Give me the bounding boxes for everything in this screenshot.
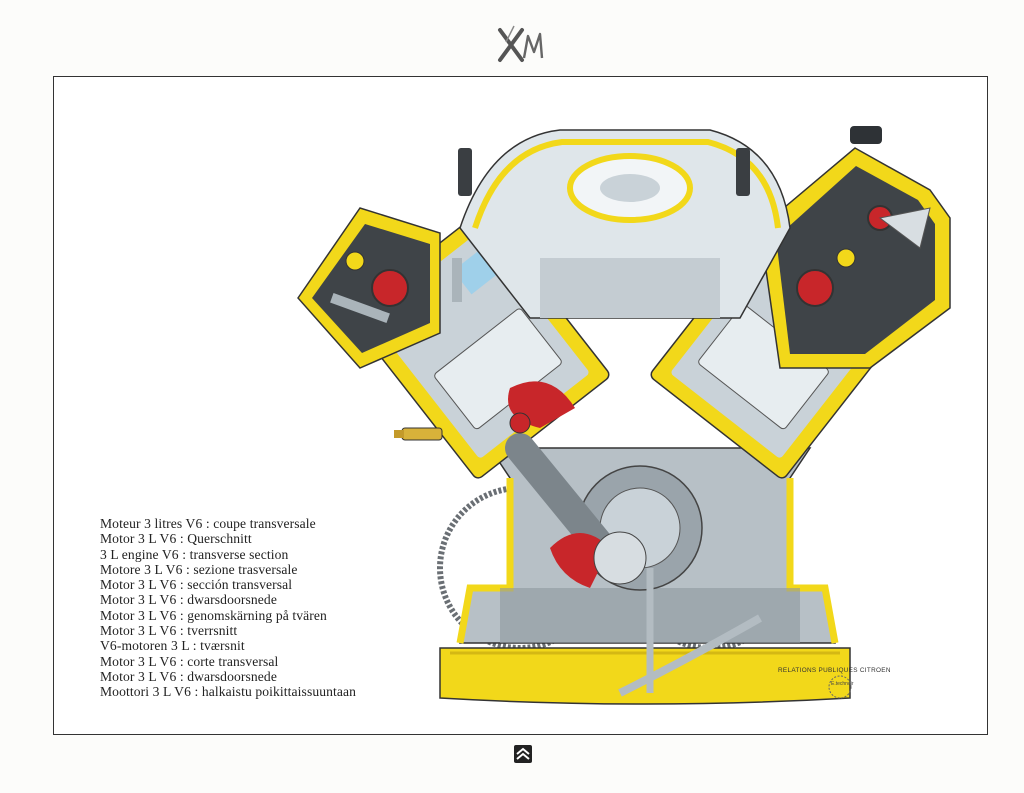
citroen-double-chevron-icon [514,745,532,763]
oil-dipstick-tube [618,568,762,697]
credit-text: RELATIONS PUBLIQUES CITROEN [778,667,891,674]
left-cylinder-head [297,207,441,369]
caption-italian: Motore 3 L V6 : sezione trasversale [100,561,298,577]
intake-manifold [459,129,791,319]
caption-english: 3 L engine V6 : transverse section [100,546,289,562]
caption-norwegian: Motor 3 L V6 : tverrsnitt [100,623,238,639]
caption-list: Moteur 3 litres V6 : coupe transversale … [100,516,400,700]
caption-flemish: Motor 3 L V6 : dwarsdoorsnede [100,668,277,684]
caption-spanish: Motor 3 L V6 : sección transversal [100,577,293,593]
crankshaft [505,381,703,591]
xm-logo-icon [498,25,544,62]
caption-portuguese: Motor 3 L V6 : corte transversal [100,653,279,669]
caption-german: Motor 3 L V6 : Querschnitt [100,531,252,547]
stamp-icon [828,675,852,699]
caption-swedish: Motor 3 L V6 : genomskärning på tvären [100,607,327,623]
caption-finnish: Moottori 3 L V6 : halkaistu poikittaissu… [100,684,357,700]
v6-engine-cutaway-illustration [297,126,951,705]
stamp-text: E.technoir [831,681,854,687]
sensor-plug-icon [394,427,443,441]
fuel-injector-icon [452,148,750,302]
caption-danish: V6-motoren 3 L : tværsnit [100,638,245,654]
caption-dutch: Motor 3 L V6 : dwarsdoorsnede [100,592,277,608]
caption-french: Moteur 3 litres V6 : coupe transversale [100,516,316,531]
right-cylinder-head [759,126,951,369]
